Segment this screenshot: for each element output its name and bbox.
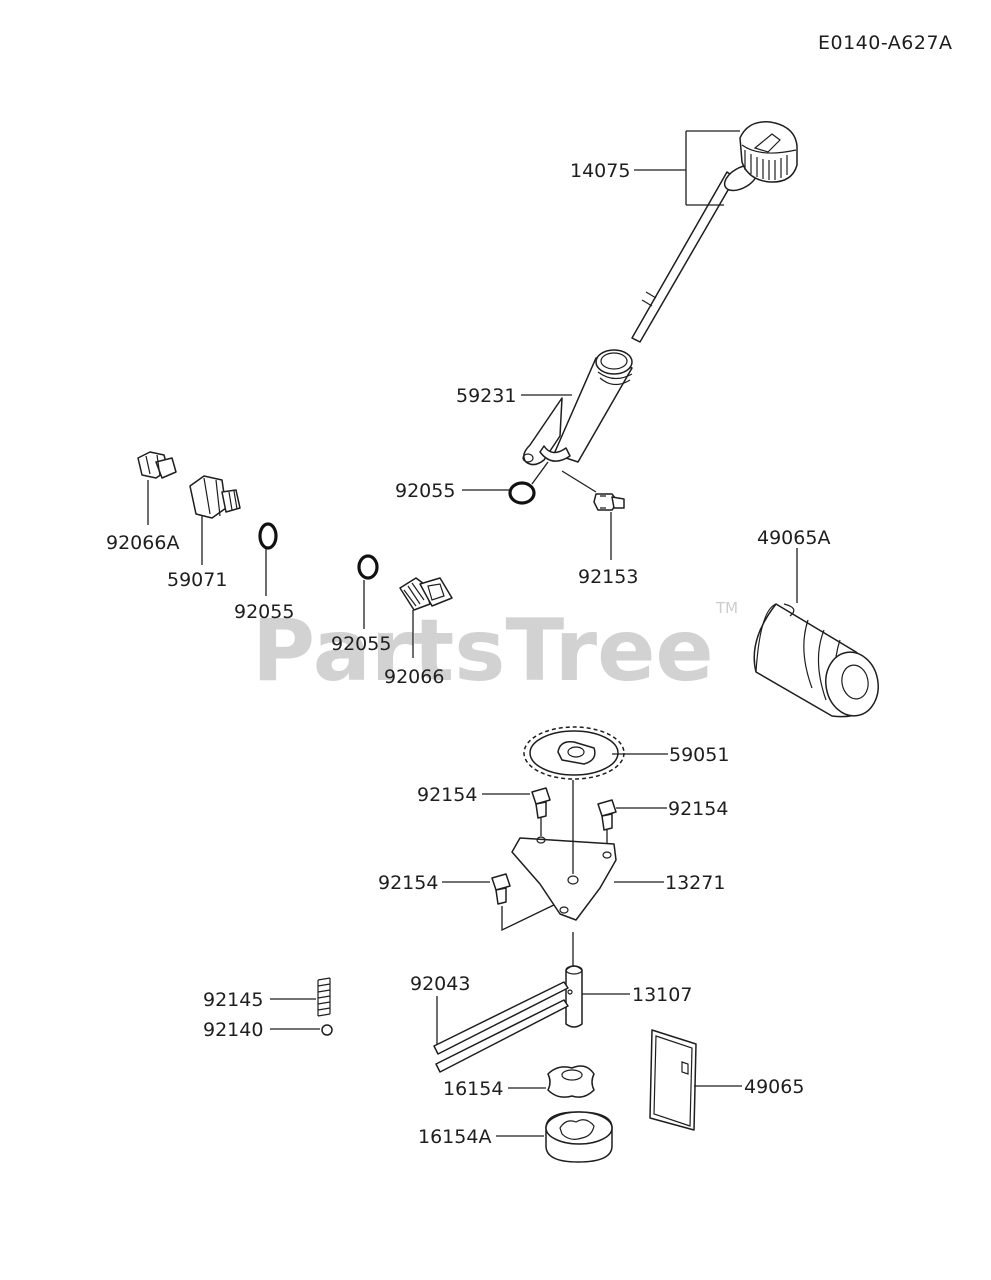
label-92145[interactable]: 92145: [203, 989, 263, 1011]
part-plug-92066A[interactable]: [137, 451, 177, 479]
label-92140[interactable]: 92140: [203, 1019, 263, 1041]
part-rotor-16154A[interactable]: [545, 1111, 613, 1163]
label-13107[interactable]: 13107: [632, 984, 692, 1006]
part-spring-92145[interactable]: [317, 977, 331, 1017]
part-oil-filter-49065A[interactable]: [753, 603, 883, 720]
label-92043[interactable]: 92043: [410, 973, 470, 995]
part-dipstick-14075[interactable]: [631, 121, 798, 343]
part-oring-92055-mid[interactable]: [357, 554, 379, 580]
leader-92153: [561, 470, 612, 560]
leader-92154-top-right: [606, 807, 667, 848]
label-49065A[interactable]: 49065A: [757, 527, 830, 549]
label-92153[interactable]: 92153: [578, 566, 638, 588]
label-59051[interactable]: 59051: [669, 744, 729, 766]
part-bolt-92154-left[interactable]: [491, 873, 511, 905]
label-92055-left[interactable]: 92055: [234, 601, 294, 623]
label-92055-tube[interactable]: 92055: [395, 480, 455, 502]
part-screen-49065[interactable]: [649, 1029, 697, 1131]
leader-14075: [634, 130, 740, 206]
label-59071[interactable]: 59071: [167, 569, 227, 591]
part-bolt-92154-top-left[interactable]: [531, 787, 551, 819]
leader-92055-tube: [462, 461, 549, 491]
label-92154-top-right[interactable]: 92154: [668, 798, 728, 820]
watermark-text: PartsTree: [252, 601, 714, 701]
part-dipstick-tube-59231[interactable]: [522, 349, 633, 466]
part-oring-92055-left[interactable]: [258, 522, 278, 550]
part-bolt-92153[interactable]: [593, 493, 625, 511]
part-rotor-16154[interactable]: [547, 1065, 595, 1098]
watermark-trademark: TM: [715, 599, 738, 617]
label-59231[interactable]: 59231: [456, 385, 516, 407]
part-ball-92140[interactable]: [321, 1024, 333, 1036]
label-16154[interactable]: 16154: [443, 1078, 503, 1100]
label-92055-mid[interactable]: 92055: [331, 633, 391, 655]
label-13271[interactable]: 13271: [665, 872, 725, 894]
part-shaft-13107[interactable]: [565, 965, 583, 1028]
label-92154-top-left[interactable]: 92154: [417, 784, 477, 806]
leader-92154-left: [442, 881, 561, 932]
diagram-code: E0140-A627A: [818, 32, 953, 54]
part-fitting-59071[interactable]: [189, 475, 241, 519]
part-bracket-13271[interactable]: [511, 836, 617, 921]
part-gear-59051[interactable]: [523, 726, 625, 780]
label-92066[interactable]: 92066: [384, 666, 444, 688]
label-92154-left[interactable]: 92154: [378, 872, 438, 894]
label-14075[interactable]: 14075: [570, 160, 630, 182]
part-bolt-92154-top-right[interactable]: [597, 799, 617, 831]
part-oring-92055-tube[interactable]: [508, 481, 536, 505]
label-49065[interactable]: 49065: [744, 1076, 804, 1098]
label-92066A[interactable]: 92066A: [106, 532, 179, 554]
part-pins-92043[interactable]: [433, 981, 569, 1073]
part-plug-92066[interactable]: [399, 577, 453, 611]
leader-92154-top-left: [482, 793, 542, 836]
label-16154A[interactable]: 16154A: [418, 1126, 491, 1148]
